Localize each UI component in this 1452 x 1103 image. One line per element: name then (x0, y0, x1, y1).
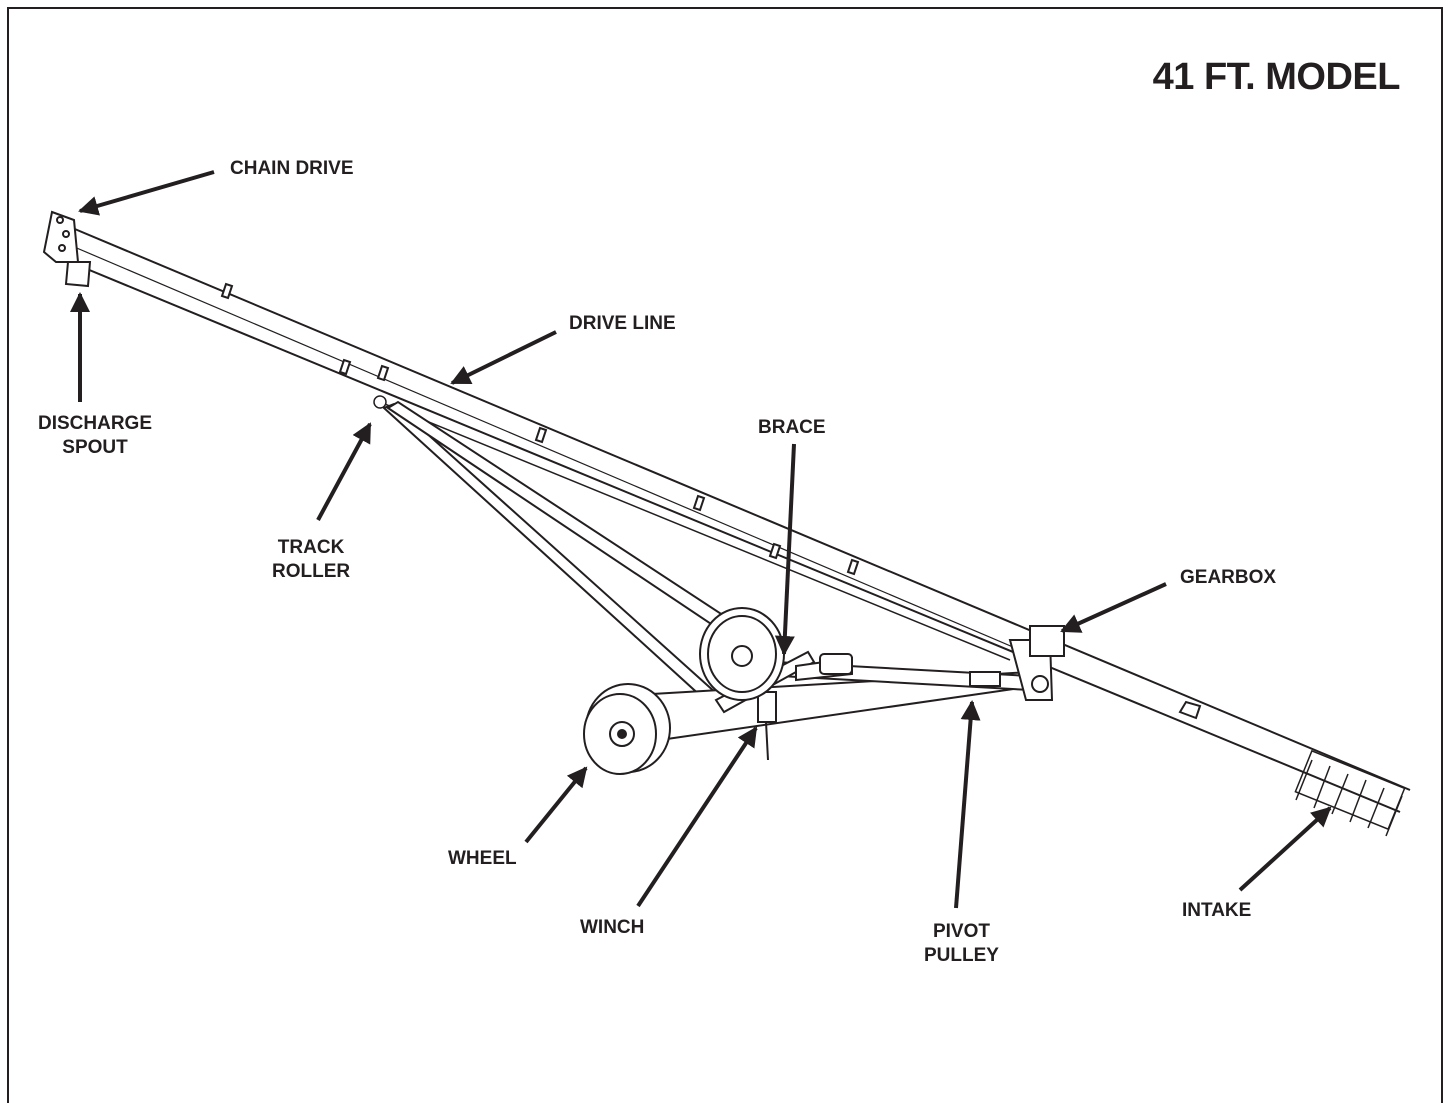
label-wheel: WHEEL (448, 848, 517, 869)
diagram-frame (7, 7, 1443, 1103)
winch-arrow (636, 726, 758, 908)
label-track-roller-line2: ROLLER (272, 561, 351, 582)
label-winch: WINCH (580, 917, 645, 938)
drive-line-arrow (450, 330, 557, 385)
label-pivot-pulley-line2: PULLEY (924, 945, 999, 966)
label-track-roller: TRACK ROLLER (272, 536, 350, 584)
intake-cage (1294, 749, 1406, 837)
label-gearbox: GEARBOX (1180, 567, 1277, 588)
label-brace: BRACE (758, 417, 826, 438)
label-intake: INTAKE (1182, 900, 1252, 921)
label-discharge-spout: DISCHARGE SPOUT (38, 412, 152, 460)
label-pivot-pulley-line1: PIVOT (932, 921, 990, 942)
label-drive-line: DRIVE LINE (569, 313, 676, 334)
pivot-pulley-arrow (954, 700, 981, 909)
chain-drive-arrow (78, 170, 215, 216)
drive-line-clips (220, 282, 1202, 720)
label-discharge-spout-line1: DISCHARGE (38, 413, 153, 434)
label-track-roller-line1: TRACK (277, 537, 345, 558)
model-title: 41 FT. MODEL (1152, 56, 1401, 98)
label-pivot-pulley: PIVOT PULLEY (924, 920, 999, 968)
label-discharge-spout-line2: SPOUT (62, 437, 128, 458)
callout-arrows (70, 170, 1332, 909)
wheel-arrow (524, 766, 588, 844)
track-roller-arrow (316, 422, 372, 521)
wheel-front (583, 683, 671, 775)
wheel-back (699, 607, 785, 701)
brace-arrow (774, 443, 796, 656)
discharge-head (42, 210, 92, 288)
label-chain-drive: CHAIN DRIVE (230, 158, 354, 179)
main-tube (69, 226, 1411, 813)
gearbox-arrow (1060, 582, 1167, 633)
truss-cable (373, 395, 1011, 661)
intake-arrow (1238, 806, 1332, 892)
